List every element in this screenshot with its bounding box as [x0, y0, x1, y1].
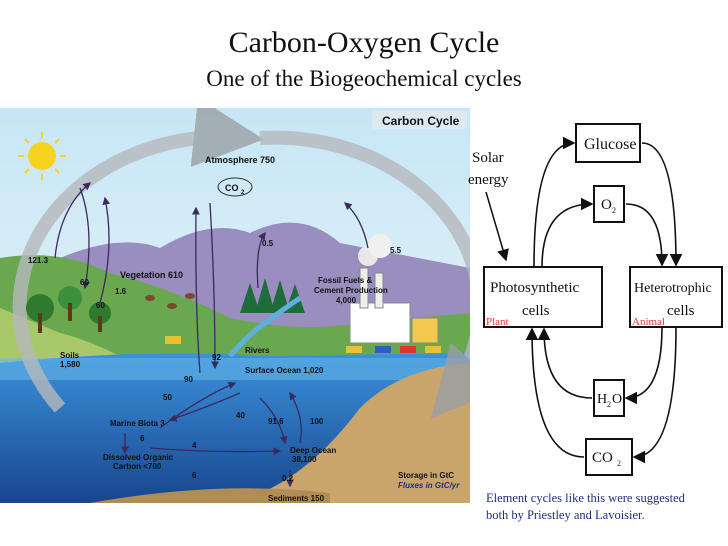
dissolved-organic-label-2: Carbon <700 [113, 462, 162, 471]
flux-40: 40 [236, 411, 245, 420]
storage-legend: Storage in GtC [398, 471, 454, 480]
flux-90: 90 [184, 375, 193, 384]
fossil-fuels-label-1: Fossil Fuels & [318, 276, 372, 285]
atmosphere-label: Atmosphere 750 [205, 155, 275, 165]
cattle [145, 293, 195, 309]
dissolved-organic-label-1: Dissolved Organic [103, 453, 174, 462]
oxygen-flow-diagram: Solar energy Glucose O 2 Photosynthetic … [468, 123, 723, 476]
soils-label-2: 1,580 [60, 360, 81, 369]
caption-line-1: Element cycles like this were suggested [486, 491, 685, 505]
carbon-dioxide-label: CO [592, 450, 613, 466]
heterotrophic-label-1: Heterotrophic [634, 281, 712, 296]
flux-92: 92 [212, 353, 221, 362]
water-box [593, 379, 625, 417]
page-title: Carbon-Oxygen Cycle [228, 26, 500, 59]
surface-ocean-label: Surface Ocean 1,020 [245, 366, 324, 375]
fossil-fuels-label-2: Cement Production [314, 286, 388, 295]
cycle-arrow-right [259, 130, 470, 419]
sediment-slope [230, 363, 470, 503]
deep-ocean-label-1: Deep Ocean [290, 446, 336, 455]
flow-arrows [525, 136, 683, 464]
flux-6b: 6 [192, 471, 197, 480]
flux-16: 1.6 [115, 287, 127, 296]
caption: Element cycles like this were suggested … [486, 490, 685, 524]
marine-biota-label: Marine Biota 3 [110, 419, 165, 428]
oxygen-box [593, 185, 625, 223]
photosynthetic-cells-box [483, 266, 603, 328]
soils-label-1: Soils [60, 351, 80, 360]
plant-label: Plant [486, 316, 509, 328]
flux-55: 5.5 [390, 246, 402, 255]
vehicles [165, 336, 441, 353]
solar-energy-label-1: Solar [472, 150, 504, 166]
factory-icon [349, 234, 439, 344]
cycle-arrow-left [12, 108, 264, 413]
fossil-fuels-label-3: 4,000 [336, 296, 357, 305]
forest-left [26, 286, 111, 333]
water-label: H [597, 392, 607, 407]
svg-text:O: O [612, 392, 622, 407]
svg-text:2: 2 [612, 206, 616, 215]
heterotrophic-label-2: cells [667, 303, 695, 319]
svg-text:CO: CO [225, 183, 239, 193]
animal-label: Animal [632, 316, 665, 328]
flux-916: 91.6 [268, 417, 284, 426]
flux-6a: 6 [140, 434, 145, 443]
oxygen-label: O [601, 197, 612, 213]
flux-arrows [54, 182, 369, 488]
glucose-box [575, 123, 641, 163]
photosynthetic-label-2: cells [522, 303, 550, 319]
flux-50: 50 [163, 393, 172, 402]
co2-bubble: CO 2 [217, 177, 253, 197]
solar-arrow [485, 191, 509, 262]
rivers-label: Rivers [245, 346, 270, 355]
river [228, 295, 302, 358]
heterotrophic-cells-box [629, 266, 723, 328]
flux-05: 0.5 [262, 239, 274, 248]
glucose-label: Glucose [584, 136, 636, 153]
svg-text:2: 2 [607, 400, 611, 409]
vegetation-label: Vegetation 610 [120, 270, 183, 280]
flux-02: 0.2 [282, 474, 294, 483]
flux-121: 121.3 [28, 256, 49, 265]
flux-100: 100 [310, 417, 324, 426]
carbon-dioxide-box [585, 438, 633, 476]
flux-60a: 60 [80, 278, 89, 287]
photosynthetic-label-1: Photosynthetic [490, 280, 580, 296]
flux-60b: 60 [96, 301, 105, 310]
solar-energy-label-2: energy [468, 172, 509, 188]
svg-text:2: 2 [617, 459, 621, 468]
caption-line-2: both by Priestley and Lavoisier. [486, 508, 645, 522]
deep-ocean-label-2: 38,100 [292, 455, 317, 464]
fluxes-legend: Fluxes in GtC/yr [398, 481, 460, 490]
sediments-label: Sediments 150 [268, 494, 325, 503]
carbon-cycle-heading: Carbon Cycle [382, 114, 460, 128]
flux-4: 4 [192, 441, 197, 450]
sun-icon [18, 132, 66, 180]
carbon-cycle-illustration: Carbon Cycle Atmosphere 750 CO 2 Vegetat… [0, 108, 470, 503]
page-subtitle: One of the Biogeochemical cycles [206, 66, 522, 91]
svg-text:2: 2 [241, 190, 245, 196]
